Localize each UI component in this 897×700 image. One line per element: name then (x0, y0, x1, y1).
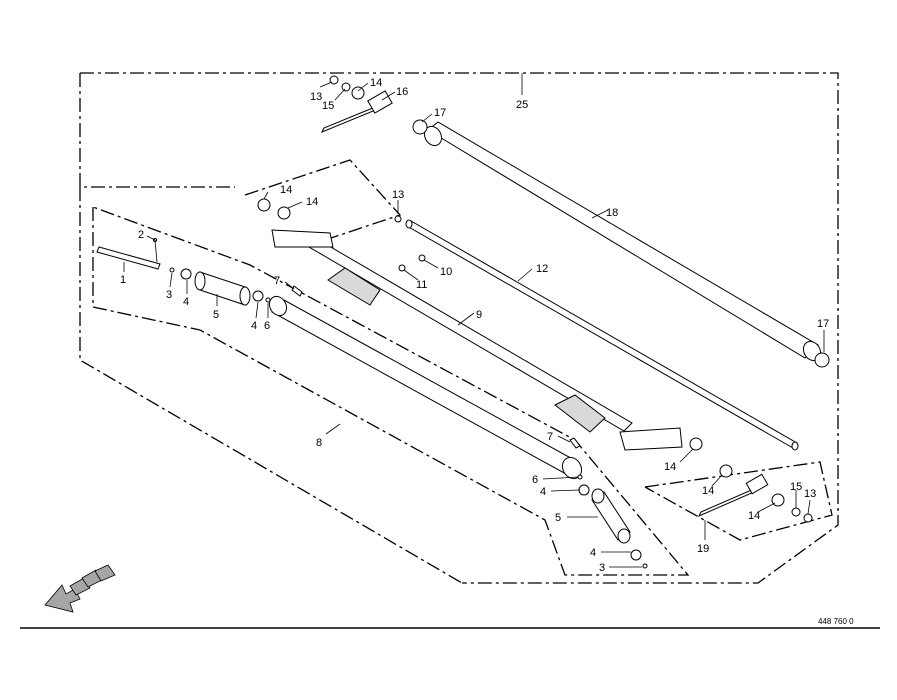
callout-4: 4 (590, 547, 596, 559)
assembly-boundary-8 (92, 206, 690, 576)
callout-14: 14 (664, 461, 676, 473)
callout-5: 5 (555, 512, 561, 524)
callout-4: 4 (183, 296, 189, 308)
callout-9: 9 (476, 309, 482, 321)
callout-11: 11 (416, 279, 427, 291)
assembly-boundary-19 (644, 461, 833, 541)
callouts: 13 15 14 16 25 17 18 14 14 13 2 1 3 4 5 … (120, 77, 829, 574)
rod-12 (405, 219, 799, 451)
tube-18 (423, 121, 822, 362)
callout-4: 4 (540, 486, 546, 498)
callout-14: 14 (748, 510, 760, 522)
callout-4: 4 (251, 320, 257, 332)
callout-5: 5 (213, 309, 219, 321)
callout-12: 12 (536, 263, 548, 275)
callout-7: 7 (274, 275, 280, 287)
drawing-code: 448 760 0 (818, 617, 854, 626)
callout-15: 15 (322, 100, 334, 112)
callout-14: 14 (306, 196, 318, 208)
callout-10: 10 (440, 266, 452, 278)
callout-13: 13 (310, 91, 322, 103)
shaft-1 (96, 246, 161, 270)
callout-2: 2 (138, 229, 144, 241)
callout-14: 14 (702, 485, 714, 497)
callout-1: 1 (120, 274, 126, 286)
callout-3: 3 (166, 289, 172, 301)
assembly-boundary-25 (79, 72, 839, 584)
callout-17: 17 (817, 318, 829, 330)
callout-3: 3 (599, 562, 605, 574)
callout-25: 25 (516, 99, 528, 111)
roller-5-left (194, 271, 251, 306)
roller-5-right (591, 488, 631, 544)
callout-6: 6 (532, 474, 538, 486)
direction-arrow-icon (44, 564, 116, 613)
callout-15: 15 (790, 481, 802, 493)
callout-13: 13 (392, 189, 404, 201)
leader-lines (123, 73, 825, 568)
callout-14: 14 (280, 184, 292, 196)
callout-16: 16 (396, 86, 408, 98)
callout-18: 18 (606, 207, 618, 219)
callout-13: 13 (804, 488, 816, 500)
callout-7: 7 (547, 431, 553, 443)
beam-9 (271, 229, 683, 451)
callout-6: 6 (264, 320, 270, 332)
roller-tube-8 (268, 295, 583, 480)
callout-17: 17 (434, 107, 446, 119)
callout-8: 8 (316, 437, 322, 449)
bracket-boundary (244, 159, 402, 246)
callout-19: 19 (697, 543, 709, 555)
callout-14: 14 (370, 77, 382, 89)
